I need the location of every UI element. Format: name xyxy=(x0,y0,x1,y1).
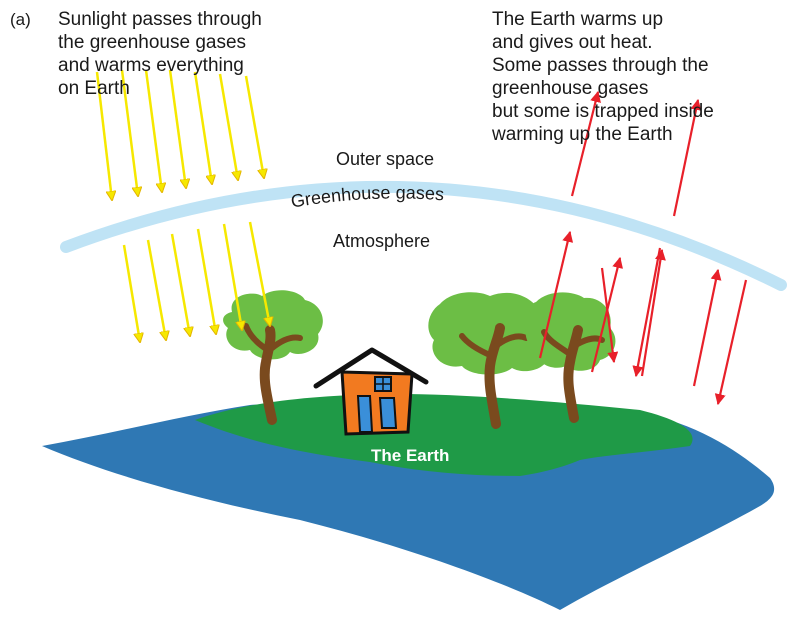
heat-arrows xyxy=(538,90,748,406)
caption-line: The Earth warms up xyxy=(492,9,664,30)
atmosphere-label: Atmosphere xyxy=(333,231,431,251)
house-icon xyxy=(313,347,429,436)
caption-line: the greenhouse gases xyxy=(58,32,247,53)
heat-arrow xyxy=(600,267,619,364)
caption-line: Sunlight passes through xyxy=(58,9,262,30)
heat-arrow xyxy=(692,268,722,387)
caption-line: greenhouse gases xyxy=(492,78,649,99)
caption-line: but some is trapped inside xyxy=(492,101,714,122)
outer-space-label: Outer space xyxy=(336,149,435,169)
heat-arrow xyxy=(714,279,748,406)
sunlight-caption: Sunlight passes through the greenhouse g… xyxy=(58,8,262,100)
greenhouse-gas-band xyxy=(60,180,787,291)
heat-arrow xyxy=(632,247,662,378)
heat-arrow xyxy=(570,90,601,197)
tree-icon xyxy=(525,292,616,423)
sun-ray-arrow xyxy=(248,221,270,326)
heat-arrow xyxy=(538,230,574,359)
heat-arrow xyxy=(640,248,666,377)
tree-icon xyxy=(428,292,555,429)
panel-label: (a) xyxy=(10,10,31,29)
sun-ray-arrow xyxy=(196,228,216,334)
sun-ray-arrow xyxy=(146,239,166,340)
sun-ray-arrow xyxy=(244,75,264,178)
caption-line: Some passes through the xyxy=(492,55,709,76)
sun-ray-arrow xyxy=(120,69,138,196)
heat-caption: The Earth warms up and gives out heat. S… xyxy=(492,8,714,146)
caption-line: and gives out heat. xyxy=(492,32,653,53)
land xyxy=(195,393,693,476)
sun-ray-arrow xyxy=(168,69,186,188)
sun-ray-arrow xyxy=(193,71,212,184)
sun-ray-arrow xyxy=(222,223,242,330)
heat-arrow xyxy=(672,98,702,217)
sunlight-arrows xyxy=(95,69,270,342)
caption-line: and warms everything xyxy=(58,55,244,76)
sun-ray-arrow xyxy=(144,69,162,192)
sun-ray-arrow xyxy=(95,71,112,200)
sun-ray-arrow xyxy=(170,233,190,336)
caption-line: on Earth xyxy=(58,78,130,99)
sun-ray-arrow xyxy=(122,244,140,342)
caption-line: warming up the Earth xyxy=(492,124,673,145)
sun-ray-arrow xyxy=(218,73,238,180)
heat-arrow xyxy=(590,256,623,373)
earth-label: The Earth xyxy=(371,446,450,465)
